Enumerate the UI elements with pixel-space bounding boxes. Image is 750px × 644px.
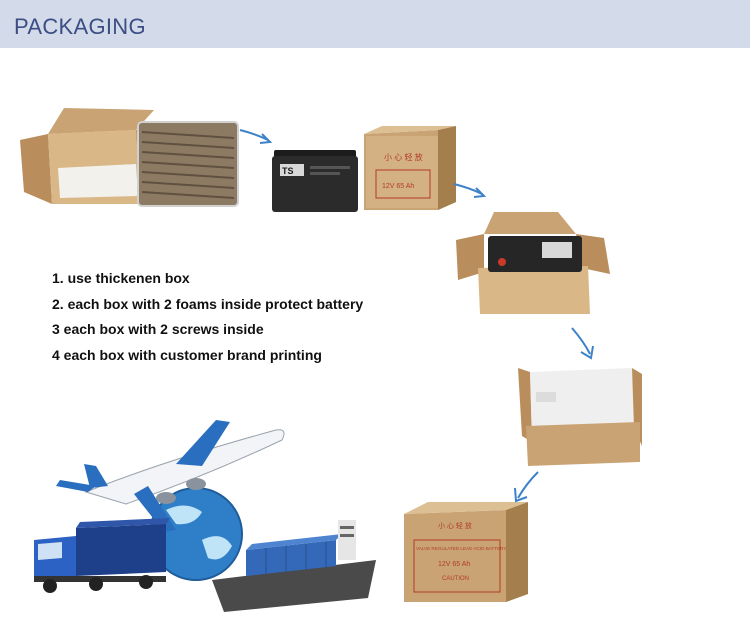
step-item: 2. each box with 2 foams inside protect … <box>52 295 364 312</box>
printed-box-image: 小 心 轻 放 12V 65 Ah <box>364 126 456 210</box>
arrow-right-icon <box>453 183 487 198</box>
box-spec-text: 12V 65 Ah <box>382 183 414 190</box>
packaging-steps-list: 1. use thickenen box 2. each box with 2 … <box>52 266 363 368</box>
truck-image <box>34 518 170 593</box>
arrow-right-icon <box>239 129 273 144</box>
final-box-handle-text: 小 心 轻 放 <box>438 521 472 530</box>
final-box-image: 小 心 轻 放 VALVE REGULATED LEAD ACID BATTER… <box>404 502 528 602</box>
page-title: PACKAGING <box>14 14 146 39</box>
arrow-down-icon <box>571 327 594 360</box>
step-item: 3 each box with 2 screws inside <box>52 321 264 337</box>
section-header: PACKAGING <box>0 0 750 48</box>
battery-image: TS <box>272 150 358 212</box>
logistics-illustration <box>34 420 376 612</box>
final-box-spec-text: 12V 65 Ah <box>438 561 470 568</box>
step-item: 4 each box with customer brand printing <box>52 346 322 363</box>
cargo-ship-image <box>212 520 376 612</box>
step-item: 1. use thickenen box <box>52 270 190 286</box>
open-empty-box-image <box>20 108 239 207</box>
box-with-battery-image <box>456 212 610 314</box>
box-with-foam-image <box>518 368 642 466</box>
final-box-caution-text: CAUTION <box>442 576 469 582</box>
battery-brand-label: TS <box>282 166 294 176</box>
box-handle-text: 小 心 轻 放 <box>384 152 423 162</box>
final-box-type-text: VALVE REGULATED LEAD ACID BATTERY <box>416 546 506 551</box>
arrow-down-left-icon <box>514 471 539 503</box>
